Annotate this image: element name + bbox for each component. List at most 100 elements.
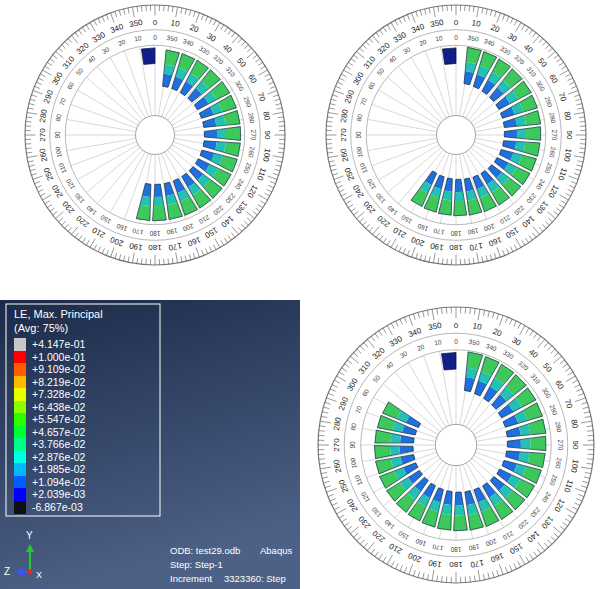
outer-scale-number: 120 (246, 183, 260, 199)
outer-scale-number: 250 (43, 166, 55, 181)
inner-scale-number: 280 (247, 112, 255, 124)
tick-mark (416, 11, 418, 17)
tick-mark (563, 522, 568, 526)
tick-mark (503, 250, 505, 255)
tick-mark (341, 74, 346, 77)
tick-mark (510, 18, 513, 23)
tick-mark (579, 147, 585, 149)
segment-middle (455, 192, 464, 201)
tick-mark (86, 25, 89, 30)
tick-mark (193, 11, 195, 17)
radial-line (368, 119, 437, 131)
tick-mark (497, 13, 501, 23)
tick-mark (42, 195, 51, 200)
tick-mark (320, 467, 331, 469)
tick-mark (400, 565, 403, 571)
tick-mark (318, 454, 324, 455)
tick-mark (473, 258, 475, 264)
tick-mark (346, 201, 351, 204)
tick-mark (418, 572, 420, 578)
tick-mark (31, 95, 37, 97)
outer-scale-number: 190 (429, 241, 444, 251)
tick-mark (68, 227, 72, 231)
tick-mark (574, 173, 580, 175)
outer-scale-number: 340 (109, 23, 124, 35)
tick-mark (399, 247, 402, 252)
tick-mark (327, 121, 333, 123)
tick-mark (329, 161, 335, 162)
inner-scale-number: 50 (75, 67, 85, 77)
legend-swatch (14, 351, 26, 364)
outer-scale-number: 240 (51, 183, 65, 199)
tick-mark (132, 7, 134, 17)
segment-outer (437, 513, 451, 530)
tick-mark (351, 59, 356, 62)
inner-scale-number: 190 (468, 543, 480, 551)
tick-mark (560, 70, 569, 75)
outer-scale-number: 250 (344, 166, 356, 181)
tick-mark (506, 16, 508, 21)
tick-mark (176, 253, 178, 263)
tick-mark (336, 376, 346, 382)
tick-mark (325, 402, 331, 404)
tick-mark (395, 20, 398, 25)
outer-scale-number: 60 (548, 73, 559, 85)
tick-mark (27, 156, 37, 158)
tick-mark (331, 99, 337, 101)
outer-scale-number: 20 (188, 24, 199, 35)
tick-mark (86, 240, 89, 245)
inner-scale-number: 110 (354, 474, 364, 486)
tick-mark (339, 372, 344, 375)
inner-scale-number: 160 (416, 222, 428, 232)
outer-scale-number: 170 (468, 241, 483, 251)
tick-mark (339, 189, 344, 192)
tick-mark (565, 519, 570, 522)
tick-mark (270, 182, 275, 184)
outer-scale-number: 270 (333, 438, 341, 451)
inner-scale-number: 340 (182, 38, 194, 48)
tick-mark (490, 254, 492, 260)
tick-mark (412, 247, 416, 257)
tick-mark (420, 254, 422, 260)
inner-scale-number: 290 (548, 403, 558, 415)
tick-mark (94, 245, 97, 250)
tick-mark (488, 311, 490, 317)
outer-scale-number: 20 (489, 24, 500, 35)
inner-scale-number: 330 (197, 45, 210, 56)
tick-mark (548, 51, 556, 58)
tick-mark (556, 59, 561, 62)
inner-scale-number: 10 (435, 35, 443, 43)
tick-mark (224, 238, 227, 243)
inner-scale-number: 320 (211, 54, 223, 66)
tick-mark (581, 421, 592, 423)
tick-mark (28, 161, 34, 162)
tick-mark (111, 247, 115, 257)
tick-mark (569, 82, 574, 84)
outer-scale-number: 180 (449, 243, 462, 251)
tick-mark (348, 62, 353, 65)
tick-mark (379, 554, 382, 559)
legend-swatch (14, 338, 26, 351)
tick-mark (278, 121, 284, 123)
radial-line (463, 153, 487, 219)
tick-mark (369, 38, 373, 42)
segment-outer (219, 95, 237, 112)
radial-line (372, 104, 438, 128)
inner-scale-number: 140 (86, 204, 98, 216)
tick-mark (464, 5, 465, 11)
tick-mark (579, 152, 585, 154)
tick-mark (335, 86, 340, 88)
tick-mark (71, 227, 78, 235)
tick-mark (587, 425, 593, 427)
protractor (25, 5, 285, 265)
scale-ring (351, 30, 562, 241)
tick-mark (409, 564, 413, 574)
segment-outer (513, 81, 532, 99)
tick-mark (456, 572, 457, 583)
inner-scale-number: 290 (242, 95, 252, 107)
outer-scale-number: 230 (62, 200, 77, 215)
tick-mark (320, 421, 331, 423)
inner-scale-number: 0 (153, 34, 157, 41)
tick-mark (391, 239, 396, 248)
outer-scale-number: 180 (449, 560, 462, 568)
